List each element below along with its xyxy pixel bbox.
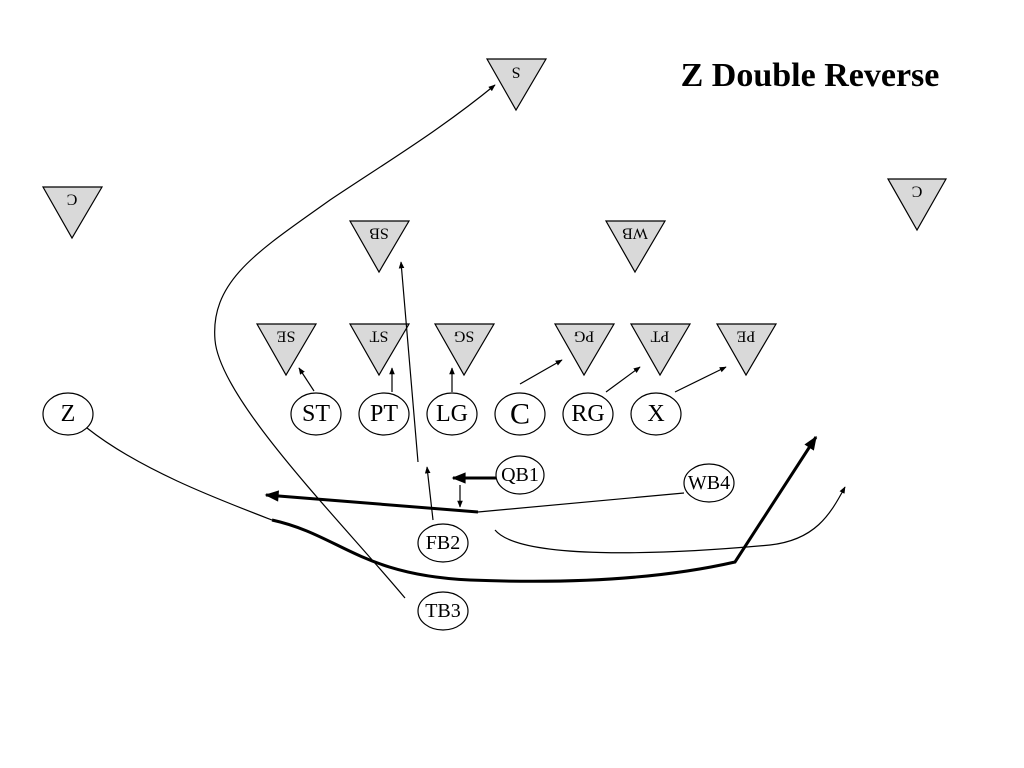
offense-rg: RG bbox=[562, 392, 614, 436]
player-circle bbox=[495, 455, 545, 495]
defense-sb: SB bbox=[348, 220, 411, 274]
defense-wb-label: WB bbox=[622, 225, 648, 242]
player-circle bbox=[358, 392, 410, 436]
defender-triangle bbox=[886, 178, 948, 232]
defense-se: SE bbox=[255, 323, 318, 377]
rg-block-arrow bbox=[605, 366, 641, 393]
defender-triangle bbox=[348, 323, 411, 377]
offense-fb2: FB2 bbox=[417, 523, 469, 563]
defense-pg-label: PG bbox=[573, 328, 594, 345]
fb2-route-line bbox=[398, 261, 419, 463]
offense-rg-label: RG bbox=[571, 401, 604, 427]
defense-c-right-label: C bbox=[912, 183, 923, 200]
x-block-arrow bbox=[674, 366, 727, 393]
player-circle bbox=[426, 392, 478, 436]
defense-pt: PT bbox=[629, 323, 692, 377]
offense-z-label: Z bbox=[61, 401, 76, 427]
defense-c-left-label: C bbox=[67, 191, 78, 208]
offense-fb2-label: FB2 bbox=[426, 532, 460, 554]
defender-triangle bbox=[553, 323, 616, 377]
offense-st: ST bbox=[290, 392, 342, 436]
c-block-arrow bbox=[519, 359, 563, 385]
defense-sg-label: SG bbox=[453, 328, 474, 345]
tb3-route-line bbox=[214, 84, 496, 599]
offense-pt: PT bbox=[358, 392, 410, 436]
offense-z: Z bbox=[42, 392, 94, 436]
defense-st-label: ST bbox=[369, 328, 388, 345]
offense-pt-label: PT bbox=[370, 401, 398, 427]
defense-wb: WB bbox=[604, 220, 667, 274]
defense-s: S bbox=[485, 58, 548, 112]
routes bbox=[86, 84, 846, 599]
offense-c: C bbox=[494, 392, 546, 436]
defense-st: ST bbox=[348, 323, 411, 377]
defender-triangle bbox=[629, 323, 692, 377]
defense-sb-label: SB bbox=[369, 225, 389, 242]
defender-triangle bbox=[485, 58, 548, 112]
offense-wb4: WB4 bbox=[683, 463, 735, 503]
offense-lg-label: LG bbox=[436, 401, 468, 427]
offense-tb3: TB3 bbox=[417, 591, 469, 631]
player-circle bbox=[494, 392, 546, 436]
defender-triangle bbox=[255, 323, 318, 377]
offense-wb4-label: WB4 bbox=[688, 472, 730, 494]
defender-triangle bbox=[604, 220, 667, 274]
player-circle bbox=[290, 392, 342, 436]
player-circle bbox=[417, 591, 469, 631]
defense-pg: PG bbox=[553, 323, 616, 377]
wb4-route-line bbox=[477, 492, 685, 513]
defense-pt-label: PT bbox=[650, 328, 669, 345]
fb2-fake-sweep bbox=[494, 486, 846, 554]
player-circle bbox=[683, 463, 735, 503]
defender-triangle bbox=[41, 186, 104, 240]
defense-pe-label: PE bbox=[737, 328, 756, 345]
defense-c-right: C bbox=[886, 178, 948, 232]
offense-x-label: X bbox=[647, 401, 664, 427]
defense-s-label: S bbox=[512, 64, 521, 81]
st-block-arrow bbox=[298, 367, 315, 392]
defense-pe: PE bbox=[715, 323, 778, 377]
offense-c-label: C bbox=[510, 398, 530, 431]
defender-triangle bbox=[433, 323, 496, 377]
defense-se-label: SE bbox=[277, 328, 296, 345]
z-route-line bbox=[86, 427, 273, 521]
fb2-short-arrow bbox=[424, 466, 434, 521]
reverse-pitch-line bbox=[264, 490, 479, 514]
player-circle bbox=[630, 392, 682, 436]
offense-st-label: ST bbox=[302, 401, 330, 427]
offense-x: X bbox=[630, 392, 682, 436]
player-circle bbox=[562, 392, 614, 436]
player-circle bbox=[417, 523, 469, 563]
play-title: Z Double Reverse bbox=[681, 57, 940, 94]
offense-qb1: QB1 bbox=[495, 455, 545, 495]
defense-sg: SG bbox=[433, 323, 496, 377]
player-circle bbox=[42, 392, 94, 436]
z-reverse-route bbox=[271, 435, 818, 583]
defender-triangle bbox=[715, 323, 778, 377]
offense-tb3-label: TB3 bbox=[425, 600, 461, 622]
defender-triangle bbox=[348, 220, 411, 274]
defense-c-left: C bbox=[41, 186, 104, 240]
offense-lg: LG bbox=[426, 392, 478, 436]
offense-qb1-label: QB1 bbox=[501, 464, 539, 486]
